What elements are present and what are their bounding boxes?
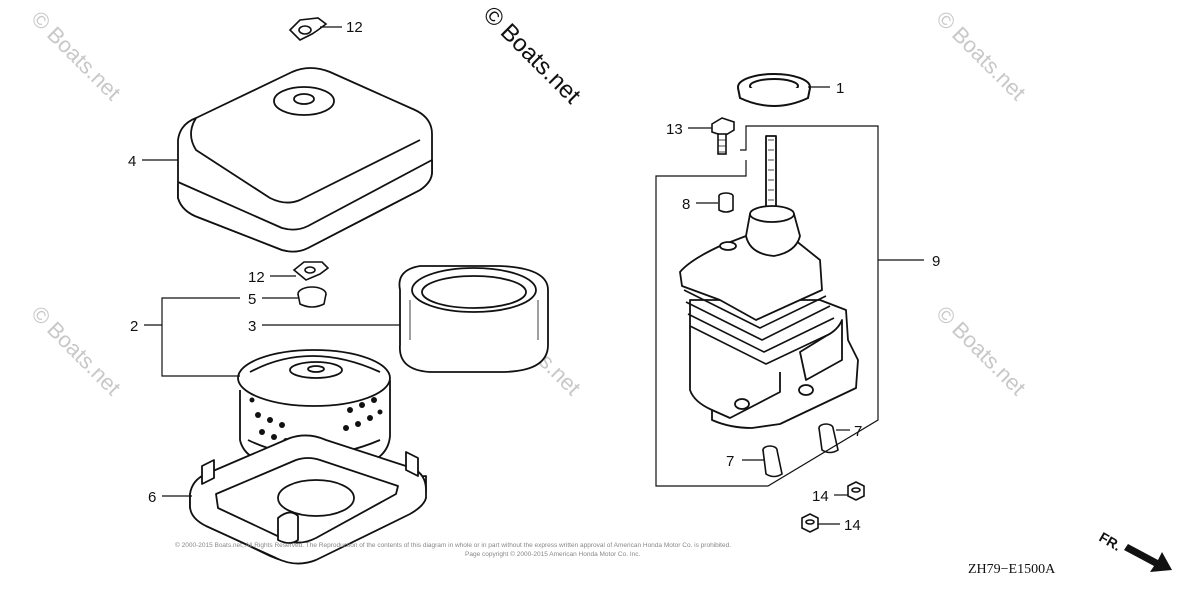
footer-copyright: © 2000-2015 Boats.net, All Rights Reserv… (175, 541, 731, 549)
foam-element (398, 265, 549, 373)
callout-12-lower: 12 (248, 269, 265, 286)
front-arrow-icon (1124, 544, 1172, 572)
callout-6: 6 (148, 489, 156, 506)
wing-nut-lower (292, 261, 330, 281)
callout-7-left: 7 (726, 453, 734, 470)
leader-lines (142, 26, 924, 525)
front-direction-indicator: FR. (1097, 529, 1172, 572)
callout-14-lower: 14 (844, 517, 861, 534)
flange-nuts (801, 481, 865, 533)
watermark-mid-left: © Boats.net (26, 301, 125, 400)
callout-labels: 12 4 12 5 2 3 6 1 13 8 9 7 7 14 14 (128, 19, 940, 534)
air-cleaner-case (679, 135, 859, 429)
collar (718, 192, 734, 213)
callout-7-right: 7 (854, 423, 862, 440)
watermark-top-left: © Boats.net (26, 6, 125, 105)
watermark-top-right: © Boats.net (931, 6, 1030, 105)
front-label: FR. (1097, 529, 1125, 554)
air-cleaner-base (189, 434, 427, 565)
bolt (711, 117, 735, 155)
callout-4: 4 (128, 153, 136, 170)
watermark-main: © Boats.net (478, 1, 586, 109)
callout-5: 5 (248, 291, 256, 308)
callout-3: 3 (248, 318, 256, 335)
callout-8: 8 (682, 196, 690, 213)
seal-ring (737, 73, 811, 107)
diagram-code: ZH79−E1500A (968, 562, 1056, 577)
air-cleaner-cover (177, 67, 433, 253)
wing-nut-top (288, 17, 328, 41)
callout-1: 1 (836, 80, 844, 97)
grommet (297, 286, 327, 308)
callout-9: 9 (932, 253, 940, 270)
watermark-mid-right: © Boats.net (931, 301, 1030, 400)
callout-2: 2 (130, 318, 138, 335)
footer-page-copyright: Page copyright © 2000-2015 American Hond… (465, 550, 641, 558)
callout-14-upper: 14 (812, 488, 829, 505)
callout-13: 13 (666, 121, 683, 138)
callout-12-top: 12 (346, 19, 363, 36)
